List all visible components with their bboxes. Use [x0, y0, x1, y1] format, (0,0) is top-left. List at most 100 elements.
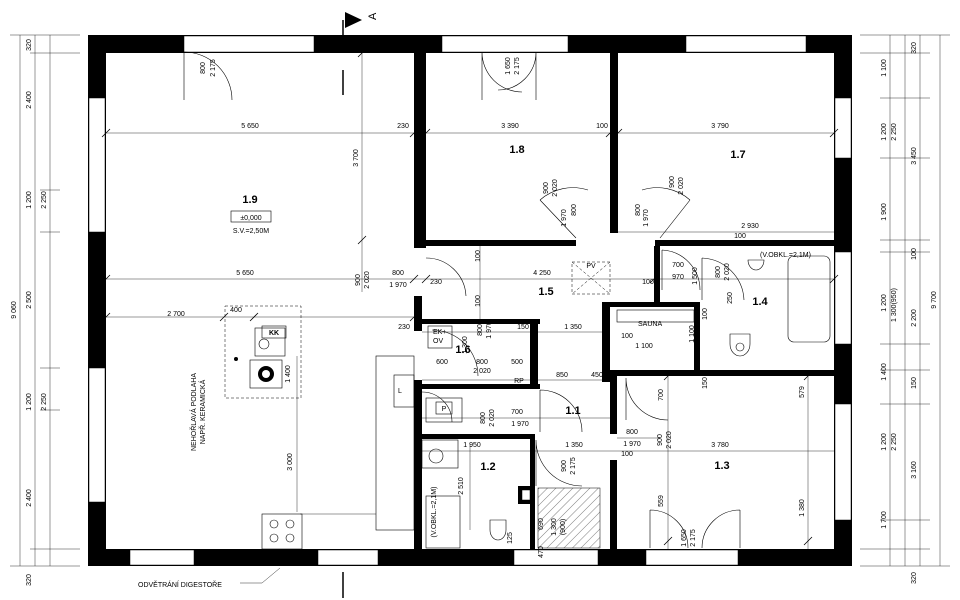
dimension-label: 2 250	[891, 123, 898, 141]
dimension-label: (900)	[560, 519, 567, 535]
dimension-label: 500	[511, 359, 523, 366]
dimension-label: 2 020	[724, 263, 731, 281]
dimension-label: 3 000	[287, 453, 294, 471]
section-marker: A	[342, 12, 379, 598]
dimension-label: 900	[669, 176, 676, 188]
doors	[183, 51, 745, 549]
dimension-label: 100	[596, 123, 608, 130]
dimension-label: 5 650	[241, 123, 259, 130]
dimension-label: 1 650	[681, 529, 688, 547]
dimension-label: 2 020	[364, 271, 371, 289]
dimension-label: 1 650	[505, 57, 512, 75]
annotations: ±0,000 S.V.=2,50M NEHOŘLAVÁ PODLAHA NAPŘ…	[138, 215, 811, 589]
l-label: L	[398, 388, 402, 395]
dimension-label: 100	[702, 308, 709, 320]
dimension-label: 1 100	[635, 343, 653, 350]
dimension-label: 1 970	[623, 441, 641, 448]
height-label: S.V.=2,50M	[233, 228, 269, 235]
p-label: P	[442, 406, 447, 413]
dimension-label: 900	[657, 434, 664, 446]
dimension-label: 2 020	[666, 431, 673, 449]
dimension-label: 1 200	[881, 294, 888, 312]
dimension-label: 5 650	[236, 270, 254, 277]
obkl-14-label: (V.OBKL.=2,1M)	[760, 252, 811, 259]
dimension-label: 1 500	[692, 267, 699, 285]
dimension-label: 9 060	[11, 301, 18, 319]
dimension-label: 1 380	[799, 499, 806, 517]
dimension-label: 3 780	[711, 442, 729, 449]
room-number: 1.6	[455, 344, 470, 356]
dimension-label: 2 020	[678, 177, 685, 195]
dimension-label: 3 450	[911, 147, 918, 165]
dimension-label: 100	[621, 451, 633, 458]
dimension-label: 2 200	[911, 309, 918, 327]
dimension-label: 2 020	[473, 368, 491, 375]
dimension-label: 700	[672, 262, 684, 269]
dimension-label: 450	[591, 372, 603, 379]
pv-label: PV	[586, 263, 596, 270]
dimension-label: 150	[517, 324, 529, 331]
room-number: 1.3	[714, 460, 729, 472]
dimension-label: 1 100	[881, 59, 888, 77]
dimension-label: 600	[436, 359, 448, 366]
dimension-label: 3 700	[353, 149, 360, 167]
dimension-label: 2 175	[570, 457, 577, 475]
dimension-label: 1 200	[26, 393, 33, 411]
dimension-label: 400	[230, 307, 242, 314]
kk-label: KK	[269, 330, 279, 337]
dimension-label: 2 175	[690, 529, 697, 547]
dimension-label: 2 700	[167, 311, 185, 318]
room-number: 1.4	[752, 296, 768, 308]
dimension-label: 1 300	[462, 336, 469, 354]
ekov-label-2: OV	[433, 338, 443, 345]
dimension-label: 3 390	[501, 123, 519, 130]
dimension-label: 800	[480, 412, 487, 424]
level-label: ±0,000	[240, 215, 261, 222]
dimension-label: 800	[715, 266, 722, 278]
dimension-label: 2 020	[489, 409, 496, 427]
dimension-label: 2 400	[26, 91, 33, 109]
dimension-label: 2 175	[514, 57, 521, 75]
obkl-12-label: (V.OBKL.=2,1M)	[431, 487, 438, 538]
section-label: A	[367, 12, 379, 20]
dimension-label: 2 250	[41, 191, 48, 209]
dimension-label: 800	[626, 429, 638, 436]
dimension-label: 900	[543, 182, 550, 194]
dimension-label: 1 350	[564, 324, 582, 331]
dimension-label: 230	[398, 324, 410, 331]
dimension-label: 2 175	[210, 59, 217, 77]
dimension-label: 1 300(950)	[891, 288, 898, 322]
room-number: 1.5	[538, 286, 553, 298]
dimension-label: 800	[200, 62, 207, 74]
dimension-label: 320	[911, 572, 918, 584]
dimension-label: 1 970	[643, 209, 650, 227]
dimension-label: 4 250	[533, 270, 551, 277]
dimension-label: 100	[621, 333, 633, 340]
dimension-label: 3 160	[911, 461, 918, 479]
floor-note-2: NAPŘ. KERAMICKÁ	[198, 379, 207, 444]
dimension-label: 1 200	[26, 191, 33, 209]
dimension-label: 1 700	[881, 511, 888, 529]
dimension-label: 2 500	[26, 291, 33, 309]
dimension-label: 2 250	[41, 393, 48, 411]
dimension-label: 1 400	[881, 363, 888, 381]
dimension-label: 100	[734, 233, 746, 240]
dimension-label: 800	[635, 204, 642, 216]
fixtures	[224, 210, 831, 584]
dimension-label: 1 400	[285, 365, 292, 383]
dimension-label: 230	[397, 123, 409, 130]
dimension-label: 150	[702, 377, 709, 389]
dimension-label: 230	[430, 279, 442, 286]
dimension-label: 800	[477, 324, 484, 336]
dimension-label: 700	[511, 409, 523, 416]
room-number: 1.7	[730, 149, 745, 161]
dimension-label: 850	[556, 372, 568, 379]
dimension-label: 9 700	[931, 291, 938, 309]
dimension-label: 800	[571, 204, 578, 216]
